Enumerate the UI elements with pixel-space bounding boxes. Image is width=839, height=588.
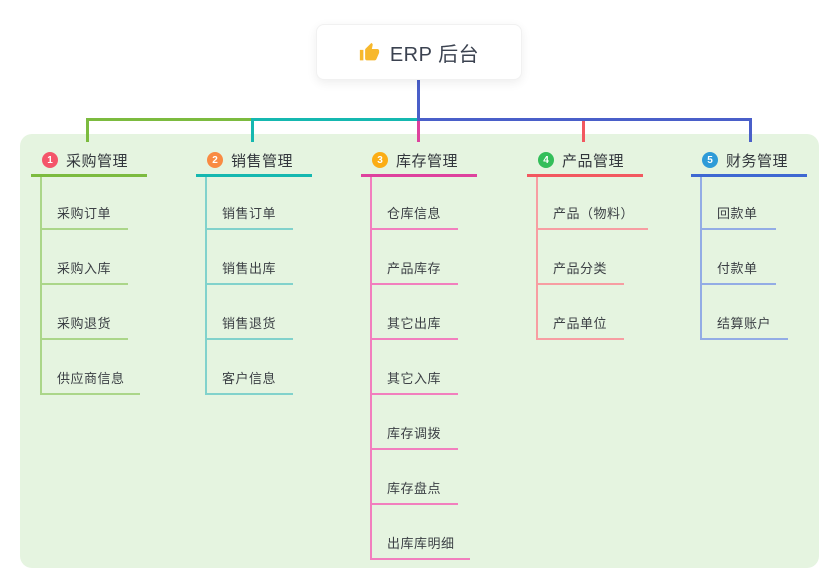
child-node[interactable]: 产品（物料）: [553, 206, 635, 221]
child-node-underline: [700, 228, 776, 230]
child-node[interactable]: 客户信息: [222, 371, 277, 386]
branch-3-number-badge: 3: [372, 152, 388, 168]
child-node-underline: [370, 448, 458, 450]
child-node-underline: [40, 338, 128, 340]
branch-3-spine: [370, 177, 372, 560]
child-node-underline: [536, 228, 648, 230]
child-node[interactable]: 回款单: [717, 206, 758, 221]
branch-2-spine: [205, 177, 207, 395]
root-node[interactable]: ERP 后台: [316, 24, 522, 80]
branch-2-underline: [196, 174, 312, 177]
child-node-underline: [205, 283, 293, 285]
child-node[interactable]: 出库库明细: [387, 536, 455, 551]
child-node[interactable]: 库存盘点: [387, 481, 442, 496]
branch-2-title: 销售管理: [231, 152, 294, 170]
child-node-underline: [370, 228, 458, 230]
connector-drop-branch-1: [86, 118, 89, 142]
child-node-underline: [40, 283, 128, 285]
connector-horizontal-left-teal: [251, 118, 420, 121]
child-node[interactable]: 付款单: [717, 261, 758, 276]
child-node[interactable]: 其它出库: [387, 316, 442, 331]
child-node-underline: [700, 338, 788, 340]
child-node[interactable]: 供应商信息: [57, 371, 125, 386]
child-node[interactable]: 采购入库: [57, 261, 112, 276]
branch-5-header[interactable]: 5 财务管理: [702, 148, 788, 172]
connector-drop-branch-3: [417, 118, 420, 142]
child-node[interactable]: 库存调拨: [387, 426, 442, 441]
branch-4-title: 产品管理: [562, 152, 625, 170]
child-node-underline: [536, 283, 624, 285]
branch-1-number-badge: 1: [42, 152, 58, 168]
branch-3-title: 库存管理: [396, 152, 459, 170]
child-node-underline: [370, 503, 458, 505]
branch-3-header[interactable]: 3 库存管理: [372, 148, 458, 172]
child-node[interactable]: 产品库存: [387, 261, 442, 276]
connector-drop-branch-2: [251, 118, 254, 142]
child-node-underline: [536, 338, 624, 340]
branch-2-header[interactable]: 2 销售管理: [207, 148, 293, 172]
child-node-underline: [370, 283, 458, 285]
child-node-underline: [40, 228, 128, 230]
child-node[interactable]: 销售订单: [222, 206, 277, 221]
child-node[interactable]: 产品分类: [553, 261, 608, 276]
branch-5-number-badge: 5: [702, 152, 718, 168]
branch-5-title: 财务管理: [726, 152, 789, 170]
child-node-underline: [370, 558, 470, 560]
branch-1-spine: [40, 177, 42, 395]
child-node[interactable]: 产品单位: [553, 316, 608, 331]
branch-4-spine: [536, 177, 538, 340]
branches-panel: [20, 134, 819, 568]
branch-5-spine: [700, 177, 702, 340]
thumbs-up-icon: [359, 42, 380, 63]
connector-horizontal-left-green: [86, 118, 255, 121]
child-node-underline: [205, 338, 293, 340]
child-node[interactable]: 销售退货: [222, 316, 277, 331]
child-node[interactable]: 结算账户: [717, 316, 772, 331]
child-node[interactable]: 仓库信息: [387, 206, 442, 221]
connector-drop-branch-5: [749, 118, 752, 142]
branch-5-underline: [691, 174, 807, 177]
child-node-underline: [205, 228, 293, 230]
child-node[interactable]: 采购订单: [57, 206, 112, 221]
root-node-title: ERP 后台: [389, 43, 480, 66]
child-node[interactable]: 采购退货: [57, 316, 112, 331]
child-node-underline: [370, 338, 458, 340]
child-node-underline: [40, 393, 140, 395]
connector-root-vertical: [417, 80, 420, 121]
child-node[interactable]: 销售出库: [222, 261, 277, 276]
branch-1-header[interactable]: 1 采购管理: [42, 148, 128, 172]
branch-1-underline: [31, 174, 147, 177]
branch-1-title: 采购管理: [66, 152, 129, 170]
connector-horizontal-right-blue: [417, 118, 752, 121]
branch-4-header[interactable]: 4 产品管理: [538, 148, 624, 172]
connector-drop-branch-4: [582, 118, 585, 142]
child-node[interactable]: 其它入库: [387, 371, 442, 386]
branch-3-underline: [361, 174, 477, 177]
branch-4-number-badge: 4: [538, 152, 554, 168]
branch-2-number-badge: 2: [207, 152, 223, 168]
branch-4-underline: [527, 174, 643, 177]
child-node-underline: [370, 393, 458, 395]
child-node-underline: [700, 283, 776, 285]
child-node-underline: [205, 393, 293, 395]
